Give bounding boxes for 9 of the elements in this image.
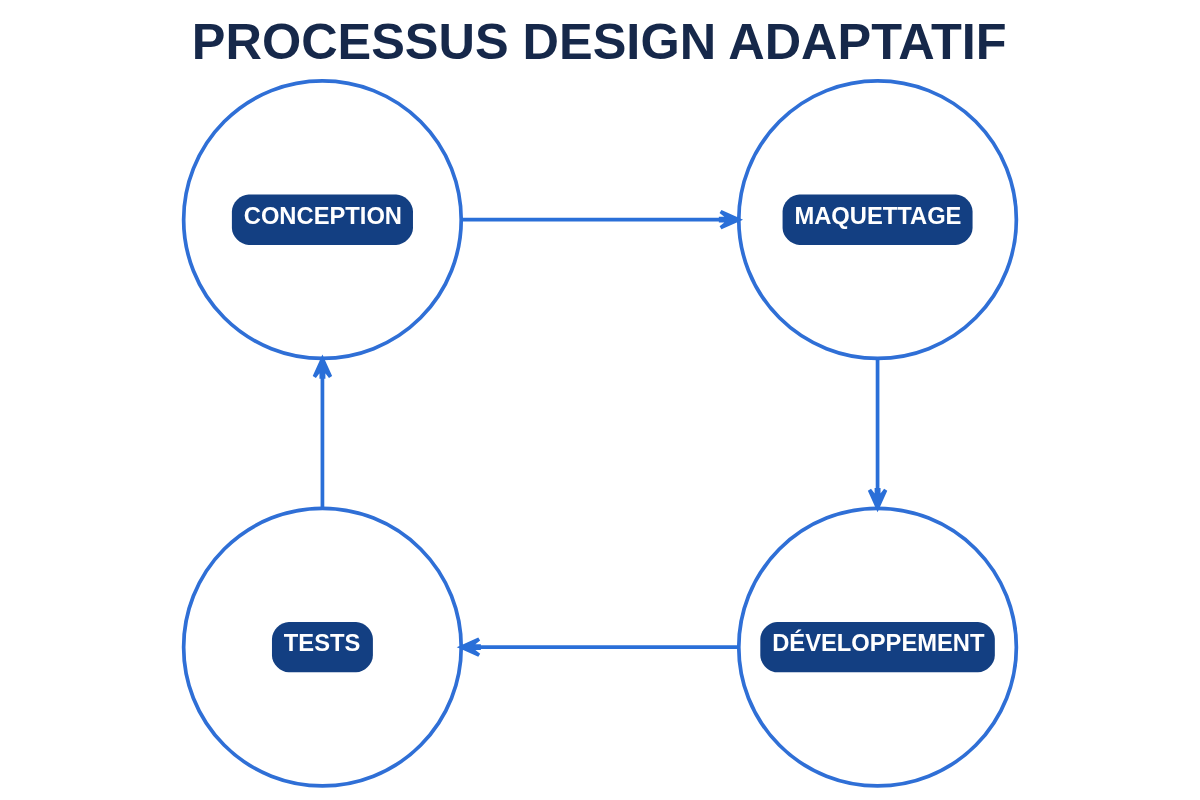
node-circle: DÉVELOPPEMENT [736,506,1019,788]
arrow [461,209,741,230]
node-circle: CONCEPTION [181,79,464,361]
node-circle: TESTS [181,506,464,788]
diagram-title: PROCESSUS DESIGN ADAPTATIF [191,12,1007,70]
arrow [867,358,888,510]
node-circle: MAQUETTAGE [736,79,1019,361]
arrow [312,357,333,508]
arrow [459,637,739,657]
